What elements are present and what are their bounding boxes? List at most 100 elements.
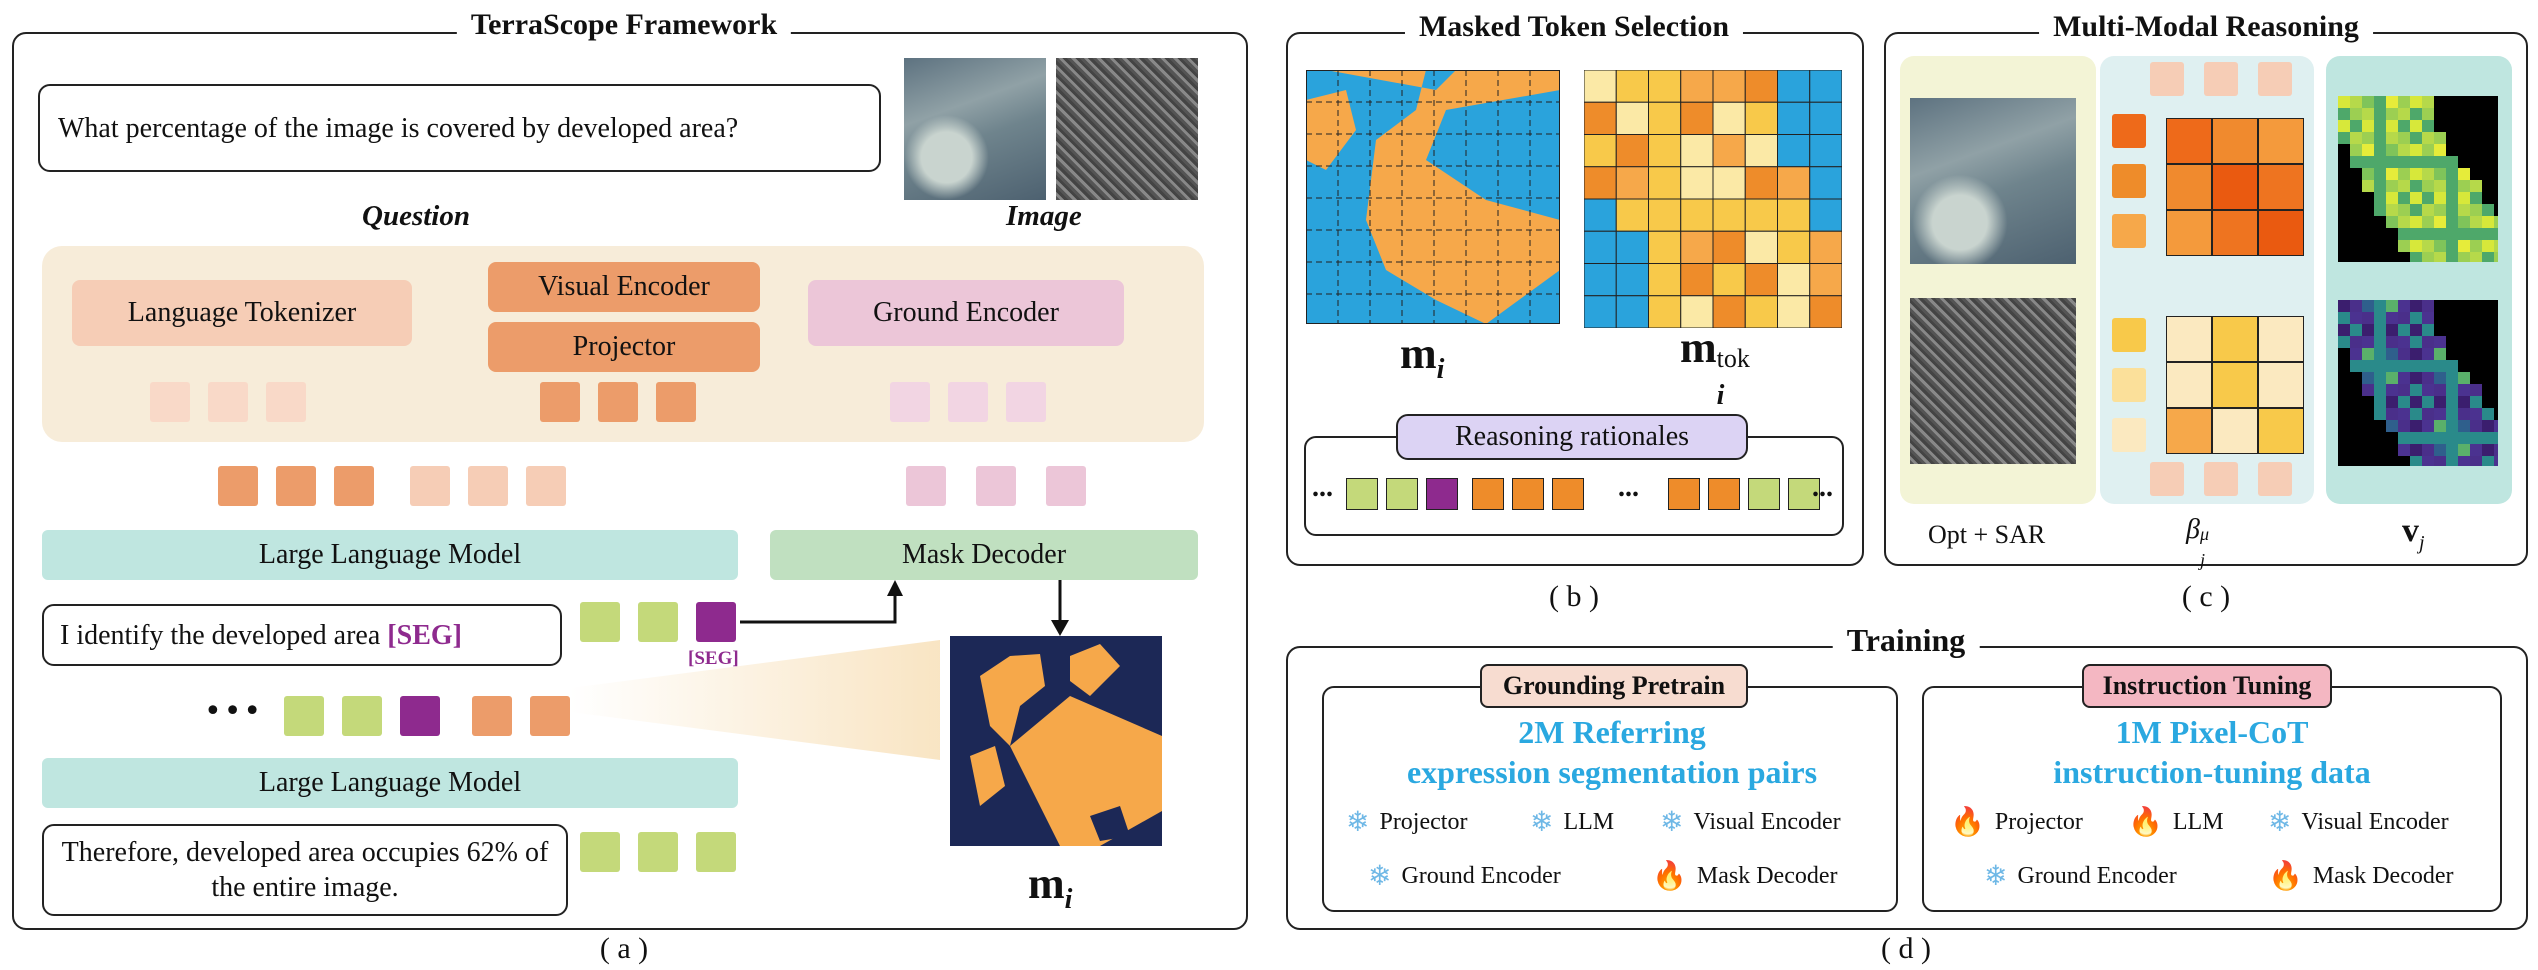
v-cell [2350,120,2362,132]
v-cell [2446,216,2458,228]
v-cell [2386,108,2398,120]
token-cell [1809,198,1842,232]
v-cell [2410,216,2422,228]
query-token [2150,462,2184,496]
token-cell [1680,230,1714,264]
v-cell [2398,396,2410,408]
v-cell [2398,120,2410,132]
v-symbol: v [2402,512,2419,549]
v-cell [2470,456,2482,466]
rationale-token [1552,478,1584,510]
v-cell [2458,432,2470,444]
token-cell [1680,295,1714,328]
response-1-text: I identify the developed area [60,619,388,651]
attention-cell [2212,362,2258,408]
token-cell [1615,230,1649,264]
v-cell [2458,192,2470,204]
visual-token [540,382,580,422]
token-cell [1712,230,1746,264]
token-cell [1615,134,1649,168]
right-item-ground-encoder: ❄Ground Encoder [1984,862,2177,890]
v-cell [2386,144,2398,156]
v-cell [2434,156,2446,168]
v-cell [2386,192,2398,204]
output-token [580,832,620,872]
v-cell [2446,228,2458,240]
v-cell [2446,168,2458,180]
token-cell [1584,101,1617,135]
v-cell [2458,384,2470,396]
question-box: What percentage of the image is covered … [38,84,881,172]
v-cell [2410,360,2422,372]
key-token [2112,164,2146,198]
token-cell [1809,134,1842,168]
v-cell [2386,156,2398,168]
tok-m: m [1680,323,1717,372]
v-cell [2362,384,2374,396]
token-cell [1744,134,1778,168]
v-cell [2422,156,2434,168]
v-cell [2410,336,2422,348]
output-token [638,832,678,872]
visual-token [656,382,696,422]
v-cell [2338,324,2350,336]
v-cell [2350,108,2362,120]
v-cell [2362,108,2374,120]
attention-cell [2212,316,2258,362]
key-token [2112,114,2146,148]
v-cell [2458,228,2470,240]
v-cell [2386,132,2398,144]
v-cell [2458,204,2470,216]
left-item-visual-encoder: ❄Visual Encoder [1660,808,1841,836]
v-cell [2374,360,2386,372]
v-cell [2446,432,2458,444]
rationales-label: Reasoning rationales [1396,414,1748,460]
v-cell [2398,420,2410,432]
v-cell [2446,420,2458,432]
v-cell [2470,408,2482,420]
token-cell [1809,295,1842,328]
llm-bar-bottom: Large Language Model [42,758,738,808]
v-cell [2470,180,2482,192]
v-cell [2386,324,2398,336]
v-cell [2338,108,2350,120]
token-cell [1584,134,1617,168]
attention-cell [2166,408,2212,454]
v-cell [2446,180,2458,192]
v-cell [2362,132,2374,144]
v-cell [2422,180,2434,192]
v-cell [2434,180,2446,192]
query-token [2204,62,2238,96]
v-cell [2422,432,2434,444]
token-cell [1777,263,1811,297]
attention-cell [2258,408,2304,454]
v-cell [2338,120,2350,132]
right-item-mask-decoder: 🔥Mask Decoder [2268,862,2454,890]
token-cell [1744,70,1778,103]
v-cell [2482,432,2494,444]
v-cell [2350,348,2362,360]
token-cell [1712,263,1746,297]
attention-cell [2212,164,2258,210]
v-cell [2374,156,2386,168]
v-cell [2410,396,2422,408]
v-cell [2446,384,2458,396]
v-cell [2446,252,2458,262]
left-item-ground-encoder: ❄Ground Encoder [1368,862,1561,890]
v-cell [2374,180,2386,192]
v-cell [2434,432,2446,444]
token-cell [1648,166,1682,200]
query-token [2150,62,2184,96]
rationale-token [1748,478,1780,510]
token-cell [1744,198,1778,232]
v-cell [2410,120,2422,132]
visual-token [472,696,512,736]
v-cell [2434,192,2446,204]
v-cell [2398,168,2410,180]
v-cell [2362,180,2374,192]
v-cell [2422,132,2434,144]
v-cell [2386,300,2398,312]
attention-cell [2258,118,2304,164]
mask-grid [1306,70,1560,324]
